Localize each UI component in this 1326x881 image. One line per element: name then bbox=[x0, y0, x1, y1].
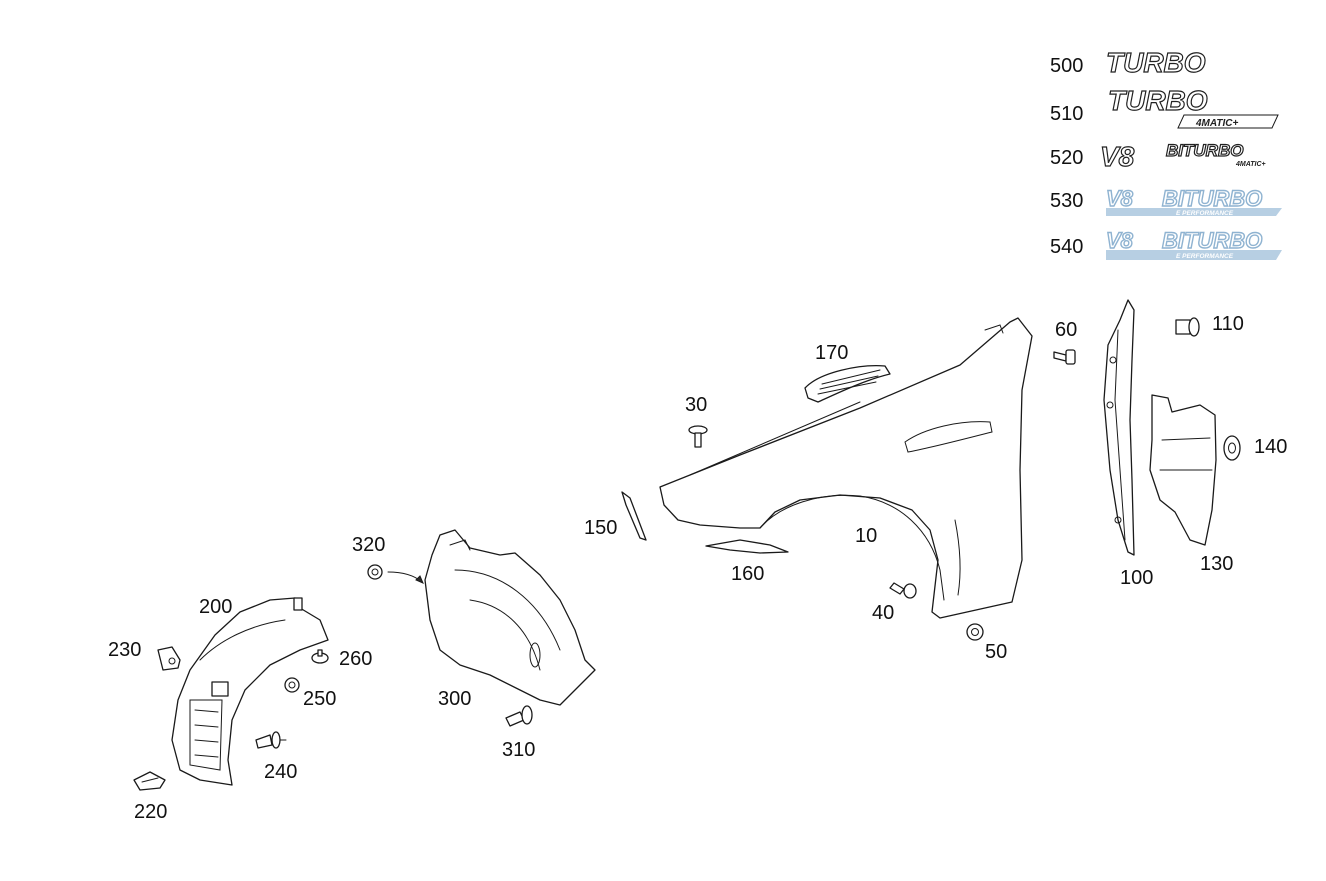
part-10-fender bbox=[659, 317, 1033, 619]
callout-300: 300 bbox=[438, 688, 472, 710]
svg-text:4MATIC+: 4MATIC+ bbox=[1195, 118, 1238, 129]
callout-510: 510 bbox=[1050, 103, 1084, 125]
svg-text:BITURBO: BITURBO bbox=[1162, 186, 1262, 211]
part-310-clip bbox=[505, 705, 533, 727]
callout-60: 60 bbox=[1055, 319, 1078, 341]
callout-500: 500 bbox=[1050, 55, 1084, 77]
part-300-liner bbox=[424, 529, 596, 706]
part-50-nut bbox=[966, 623, 984, 641]
part-110-clip bbox=[1175, 317, 1200, 337]
part-240-rivet bbox=[255, 731, 287, 749]
callout-40: 40 bbox=[872, 602, 895, 624]
callout-520: 520 bbox=[1050, 147, 1084, 169]
callout-170: 170 bbox=[815, 342, 849, 364]
svg-text:E PERFORMANCE: E PERFORMANCE bbox=[1176, 253, 1234, 260]
callout-540: 540 bbox=[1050, 236, 1084, 258]
part-130-panel bbox=[1149, 394, 1217, 546]
part-140-nut bbox=[1223, 435, 1241, 461]
svg-text:V8: V8 bbox=[1106, 186, 1134, 211]
callout-250: 250 bbox=[303, 688, 337, 710]
svg-text:V8: V8 bbox=[1100, 141, 1135, 172]
part-320-nut bbox=[367, 564, 424, 584]
callout-200: 200 bbox=[199, 596, 233, 618]
badge-540: V8 BITURBO E PERFORMANCE bbox=[1105, 227, 1282, 260]
callout-110: 110 bbox=[1212, 313, 1244, 335]
callout-530: 530 bbox=[1050, 190, 1084, 212]
callout-310: 310 bbox=[502, 739, 536, 761]
part-100-trim bbox=[1103, 299, 1135, 556]
callout-230: 230 bbox=[108, 639, 142, 661]
part-170-vent bbox=[804, 365, 891, 403]
callout-100: 100 bbox=[1120, 567, 1154, 589]
badge-500: TURBO bbox=[1105, 46, 1206, 78]
svg-text:BITURBO: BITURBO bbox=[1162, 228, 1262, 253]
callout-160: 160 bbox=[731, 563, 765, 585]
part-220-clip bbox=[133, 771, 166, 791]
part-150-bracket bbox=[621, 491, 647, 541]
badge-520: V8 BITURBO 4MATIC+ bbox=[1099, 140, 1266, 172]
part-30-screw bbox=[688, 425, 708, 448]
callout-320: 320 bbox=[352, 534, 386, 556]
part-250-nut bbox=[284, 677, 300, 693]
callout-10: 10 bbox=[855, 525, 878, 547]
callout-30: 30 bbox=[685, 394, 708, 416]
callout-150: 150 bbox=[584, 517, 618, 539]
svg-text:V8: V8 bbox=[1106, 228, 1134, 253]
svg-text:BITURBO: BITURBO bbox=[1166, 141, 1243, 160]
svg-text:TURBO: TURBO bbox=[1108, 85, 1208, 116]
svg-text:4MATIC+: 4MATIC+ bbox=[1235, 161, 1266, 168]
callout-140: 140 bbox=[1254, 436, 1288, 458]
svg-text:TURBO: TURBO bbox=[1106, 47, 1206, 78]
part-160-seal bbox=[705, 539, 789, 554]
part-60-bolt bbox=[1053, 349, 1076, 365]
badge-510: TURBO 4MATIC+ bbox=[1107, 84, 1279, 129]
part-230-clip bbox=[157, 646, 181, 671]
callout-260: 260 bbox=[339, 648, 373, 670]
callout-240: 240 bbox=[264, 761, 298, 783]
callout-50: 50 bbox=[985, 641, 1008, 663]
callout-220: 220 bbox=[134, 801, 168, 823]
part-200-liner bbox=[171, 597, 329, 786]
svg-text:E PERFORMANCE: E PERFORMANCE bbox=[1176, 210, 1234, 217]
callout-130: 130 bbox=[1200, 553, 1234, 575]
badge-530: V8 BITURBO E PERFORMANCE bbox=[1105, 185, 1282, 217]
part-40-screw bbox=[889, 582, 917, 599]
part-260-clip bbox=[311, 649, 329, 664]
